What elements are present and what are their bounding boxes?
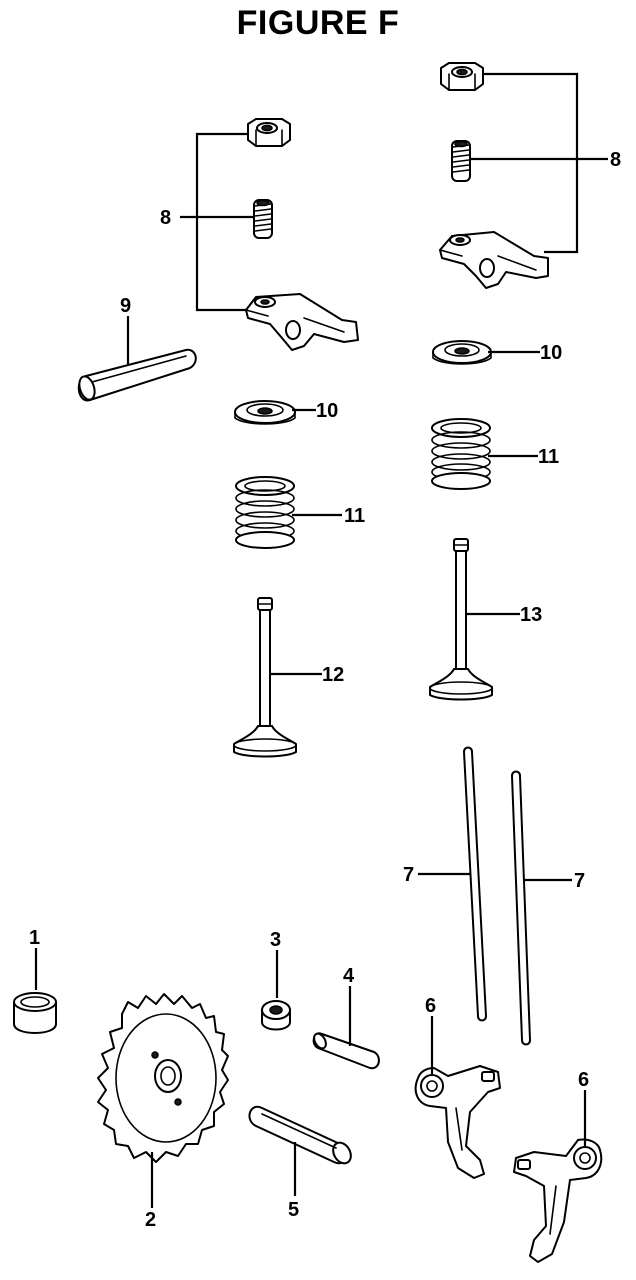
cam-follower-left <box>414 1065 501 1179</box>
valve-spring-left <box>235 476 295 549</box>
callout-7-right: 7 <box>574 870 585 892</box>
exhaust-valve <box>429 538 493 701</box>
callout-9: 9 <box>120 295 131 317</box>
callout-5: 5 <box>288 1199 299 1221</box>
adjuster-stud-left <box>253 199 273 239</box>
callout-6-right: 6 <box>578 1069 589 1091</box>
callout-12: 12 <box>322 664 344 686</box>
intake-valve <box>233 597 297 758</box>
callout-2: 2 <box>145 1209 156 1231</box>
valve-spring-right <box>431 418 491 490</box>
callout-11-right: 11 <box>538 446 559 468</box>
callout-6-left: 6 <box>425 995 436 1017</box>
leader-8-right <box>470 72 608 254</box>
spring-retainer-left <box>234 400 296 425</box>
callout-10-left: 10 <box>316 400 338 422</box>
push-rod-right <box>511 770 531 1046</box>
leader-8-left <box>180 132 254 312</box>
spring-retainer-right <box>432 340 492 365</box>
callout-4: 4 <box>343 965 355 987</box>
push-rod-left <box>463 746 487 1022</box>
callout-8-right: 8 <box>610 149 621 171</box>
camshaft-axle <box>248 1105 352 1165</box>
callout-10-right: 10 <box>540 342 562 364</box>
callout-13: 13 <box>520 604 542 626</box>
callout-11-left: 11 <box>344 505 365 527</box>
callout-8-left: 8 <box>160 207 171 229</box>
camshaft-bushing <box>13 992 57 1034</box>
cam-follower-right <box>513 1138 603 1263</box>
rocker-arm-left <box>245 293 359 351</box>
camshaft-gear <box>97 993 229 1163</box>
rocker-arm-right <box>439 231 549 289</box>
thrust-washer <box>261 1000 291 1031</box>
adjuster-nut-right <box>440 62 484 91</box>
adjuster-nut-left <box>247 118 291 147</box>
figure-title: FIGURE F <box>236 4 400 42</box>
callout-1: 1 <box>29 927 40 949</box>
drive-pin <box>312 1032 380 1070</box>
callout-7-left: 7 <box>403 864 414 886</box>
callout-3: 3 <box>270 929 281 951</box>
rocker-shaft-pin <box>77 348 197 402</box>
adjuster-stud-right <box>451 140 471 182</box>
